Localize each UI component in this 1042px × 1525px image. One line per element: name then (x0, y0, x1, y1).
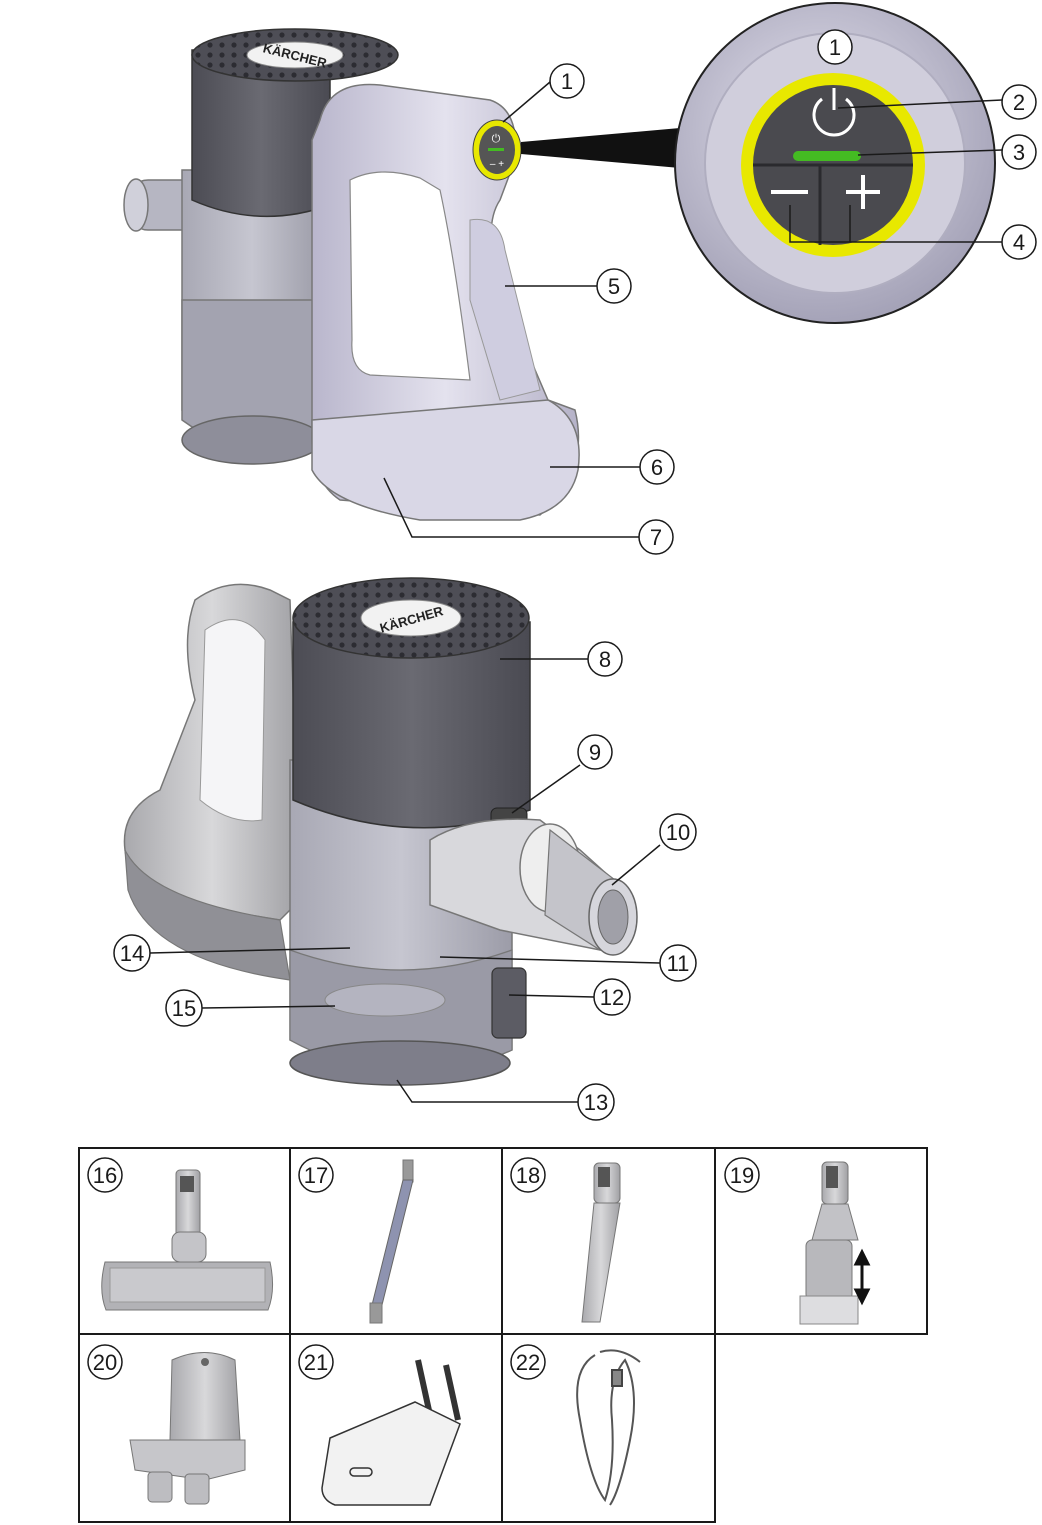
callout-15: 15 (165, 989, 203, 1027)
callout-3: 3 (1001, 134, 1037, 170)
callout-12: 12 (593, 978, 631, 1016)
callout-6: 6 (639, 449, 675, 485)
svg-text:17: 17 (304, 1163, 328, 1188)
accessory-crevice-nozzle (581, 1162, 621, 1323)
svg-text:9: 9 (589, 740, 601, 765)
callout-9: 9 (577, 734, 613, 770)
vacuum-rear-view: KÄRCHER (123, 577, 638, 1086)
accessory-extension-tube (369, 1159, 414, 1324)
arrow-up-down-icon (853, 1248, 871, 1306)
callout-2: 2 (1001, 84, 1037, 120)
svg-text:14: 14 (120, 941, 144, 966)
callout-leaders (149, 81, 1003, 1103)
plus-icon (846, 175, 880, 209)
svg-text:6: 6 (651, 455, 663, 480)
accessory-number-18: 18 (510, 1157, 546, 1193)
svg-text:21: 21 (304, 1350, 328, 1375)
status-led (793, 151, 861, 161)
accessory-number-20: 20 (87, 1344, 123, 1380)
accessory-floor-nozzle (101, 1169, 274, 1311)
callout-5: 5 (596, 268, 632, 304)
callout-13: 13 (577, 1083, 615, 1121)
svg-text:5: 5 (608, 274, 620, 299)
svg-text:22: 22 (516, 1350, 540, 1375)
svg-text:⏻: ⏻ (492, 133, 501, 145)
accessory-charger (321, 1359, 461, 1506)
callout-7: 7 (638, 519, 674, 555)
accessory-usb-cable (576, 1349, 641, 1506)
svg-text:15: 15 (172, 996, 196, 1021)
svg-text:20: 20 (93, 1350, 117, 1375)
callout-8: 8 (587, 641, 623, 677)
svg-text:7: 7 (650, 525, 662, 550)
accessory-numbers: 16 17 18 19 20 21 22 (87, 1157, 760, 1380)
control-panel-zoom (674, 2, 996, 324)
callout-11: 11 (659, 944, 697, 982)
svg-text:– +: – + (490, 159, 504, 170)
accessory-number-22: 22 (510, 1344, 546, 1380)
accessories-grid (78, 1147, 928, 1523)
svg-text:18: 18 (516, 1163, 540, 1188)
svg-text:12: 12 (600, 985, 624, 1010)
accessory-number-21: 21 (298, 1344, 334, 1380)
callout-14: 14 (113, 934, 151, 972)
accessory-number-19: 19 (724, 1157, 760, 1193)
svg-text:2: 2 (1013, 90, 1025, 115)
callout-10: 10 (659, 813, 697, 851)
accessory-number-17: 17 (298, 1157, 334, 1193)
callout-4: 4 (1001, 224, 1037, 260)
callout-1-zoom: 1 (817, 29, 853, 65)
accessory-wall-bracket (129, 1352, 246, 1505)
vacuum-side-view: KÄRCHER ⏻ – + (123, 28, 680, 521)
power-icon (812, 88, 856, 137)
svg-text:11: 11 (667, 951, 690, 976)
svg-text:4: 4 (1013, 230, 1025, 255)
callouts: 1 1 2 3 4 5 6 7 (113, 29, 1037, 1121)
svg-text:1: 1 (829, 35, 841, 60)
svg-text:19: 19 (730, 1163, 754, 1188)
svg-text:13: 13 (584, 1090, 608, 1115)
svg-text:16: 16 (93, 1163, 117, 1188)
svg-text:3: 3 (1013, 140, 1025, 165)
accessory-upholstery-brush (799, 1161, 871, 1325)
accessory-number-16: 16 (87, 1157, 123, 1193)
svg-text:8: 8 (599, 647, 611, 672)
callout-1: 1 (549, 63, 585, 99)
svg-text:10: 10 (666, 820, 690, 845)
svg-text:1: 1 (561, 69, 573, 94)
